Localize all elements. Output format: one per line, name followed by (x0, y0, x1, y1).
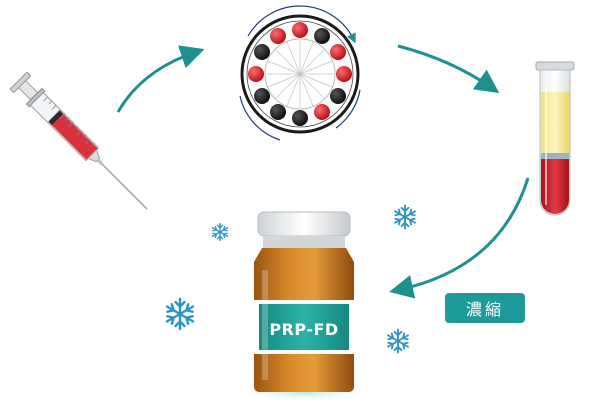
syringe-icon (10, 72, 148, 210)
snowflake-icon (394, 204, 416, 230)
snowflake-icon (211, 222, 229, 242)
arrow-icon (397, 44, 500, 94)
arrow-icon (389, 177, 530, 299)
vial-label: PRP-FD (269, 319, 339, 339)
concentration-badge: 濃縮 (445, 293, 525, 323)
snowflake-icon (165, 297, 195, 331)
vial-icon (236, 211, 372, 402)
snowflake-icon (387, 328, 409, 354)
arrow-icon (116, 45, 205, 113)
test-tube-icon (535, 61, 575, 216)
centrifuge-icon (239, 5, 361, 141)
